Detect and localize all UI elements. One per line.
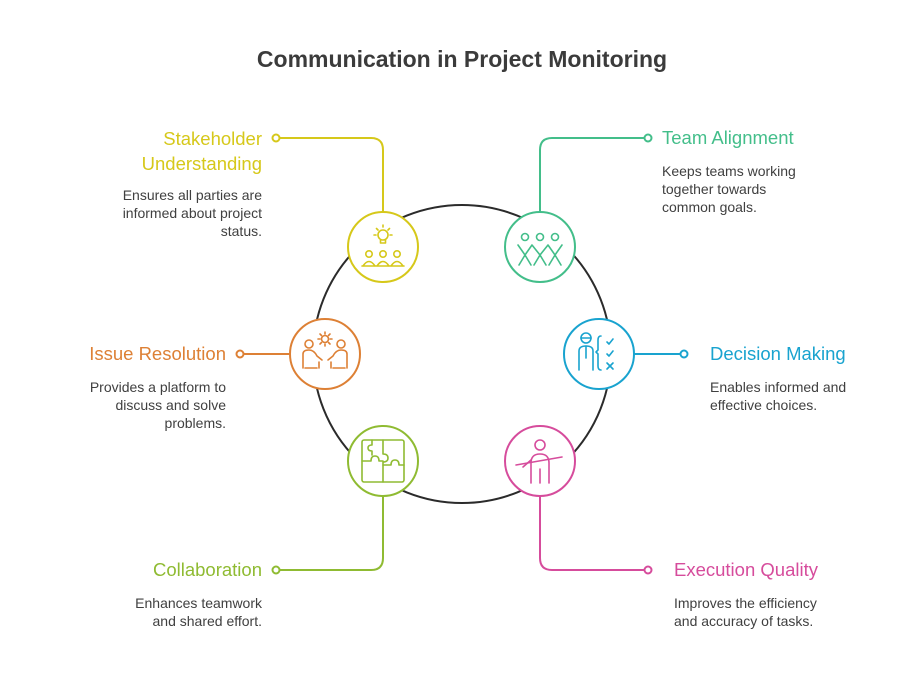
connector-dot-team [643, 133, 653, 143]
connector-execution [539, 496, 648, 571]
connector-dot-execution [643, 565, 653, 575]
people-discussing-icon [302, 331, 348, 369]
description-issue: Provides a platform to discuss and solve… [89, 379, 226, 431]
node-issue [289, 318, 361, 390]
linked-people-icon [517, 232, 563, 266]
person-working-icon [515, 439, 563, 484]
connector-dot-collaboration [271, 565, 281, 575]
heading-issue: Issue Resolution [89, 343, 226, 364]
node-team [504, 211, 576, 283]
heading-collaboration: Collaboration [152, 559, 262, 580]
description-execution: Improves the efficiency and accuracy of … [674, 595, 817, 629]
node-decision [563, 318, 635, 390]
node-collaboration [347, 425, 419, 497]
connector-dot-decision [679, 349, 689, 359]
page-title: Communication in Project Monitoring [256, 46, 668, 72]
description-collaboration: Enhances teamwork and shared effort. [135, 595, 262, 629]
heading-team: Team Alignment [662, 127, 794, 148]
puzzle-icon [361, 439, 405, 483]
connector-team [539, 137, 648, 212]
node-execution [504, 425, 576, 497]
lightbulb-audience-icon [361, 224, 405, 267]
description-stakeholder: Ensures all parties are informed about p… [122, 187, 262, 239]
connector-stakeholder [276, 137, 384, 212]
heading-execution: Execution Quality [674, 559, 818, 580]
connector-dot-issue [235, 349, 245, 359]
description-decision: Enables informed and effective choices. [710, 379, 847, 413]
connector-collaboration [276, 496, 384, 571]
heading-stakeholder: Stakeholder Understanding [141, 128, 262, 174]
node-stakeholder [347, 211, 419, 283]
connector-dot-stakeholder [271, 133, 281, 143]
person-checklist-icon [578, 332, 614, 371]
heading-decision: Decision Making [710, 343, 846, 364]
description-team: Keeps teams working together towards com… [662, 163, 796, 215]
